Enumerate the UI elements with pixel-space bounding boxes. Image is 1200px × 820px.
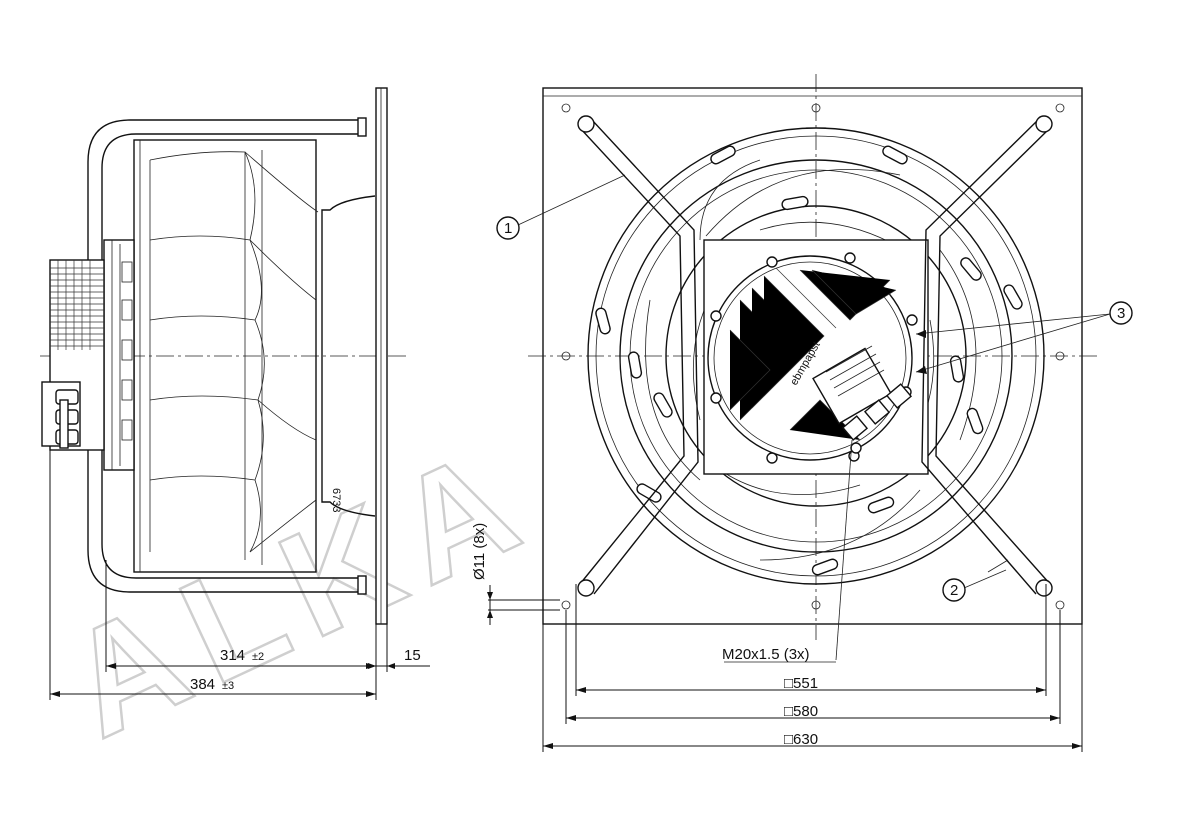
front-guard-bars: [577, 115, 1053, 597]
dim-hole-label: Ø11 (8x): [471, 523, 488, 580]
callout-1-label: 1: [504, 220, 512, 237]
dim-length-main-tol: ±2: [252, 651, 264, 663]
callout-3: 3: [915, 301, 1133, 374]
side-view: 6733 15 314 ±2 384 ±3: [40, 87, 430, 700]
dim-flange-label: 15: [404, 647, 421, 664]
side-inlet-ring: [321, 195, 376, 517]
front-cable-glands: [841, 383, 913, 454]
callout-2-label: 2: [950, 582, 958, 599]
dim-length-total-label: 384: [190, 676, 215, 693]
front-inlet-ring-outer: [587, 127, 1045, 585]
dim-length-total: 384 ±3: [49, 450, 377, 700]
dim-630: □630: [542, 624, 1083, 752]
dim-length-main-label: 314: [220, 647, 245, 664]
callout-3-label: 3: [1117, 305, 1125, 322]
dim-551-label: □551: [784, 675, 818, 692]
front-housing-fins: [729, 267, 897, 441]
callout-2: 2: [942, 559, 1009, 602]
dim-580-label: □580: [784, 703, 818, 720]
dim-hole: Ø11 (8x): [471, 523, 560, 625]
dim-580: □580: [565, 610, 1061, 724]
front-view: ebmpapst 1 3 2: [496, 74, 1133, 752]
front-mounting-holes: [561, 103, 1065, 610]
dim-thread-label: M20x1.5 (3x): [722, 646, 810, 663]
side-cooling-fins: [50, 260, 104, 350]
dim-length-main: 314 ±2: [105, 560, 376, 672]
dim-length-total-tol: ±3: [222, 680, 234, 692]
side-hub-plate: [103, 239, 135, 471]
side-impeller-blades: [149, 150, 319, 565]
side-rating-tag: 6733: [330, 488, 342, 512]
dim-630-label: □630: [784, 731, 818, 748]
front-ring-slots: [595, 145, 1023, 576]
dim-551: □551: [575, 584, 1047, 696]
side-cable-glands: [55, 389, 79, 449]
side-mounting-plate: [375, 87, 388, 625]
callout-1: 1: [496, 174, 626, 240]
dim-thread: M20x1.5 (3x): [722, 439, 853, 663]
